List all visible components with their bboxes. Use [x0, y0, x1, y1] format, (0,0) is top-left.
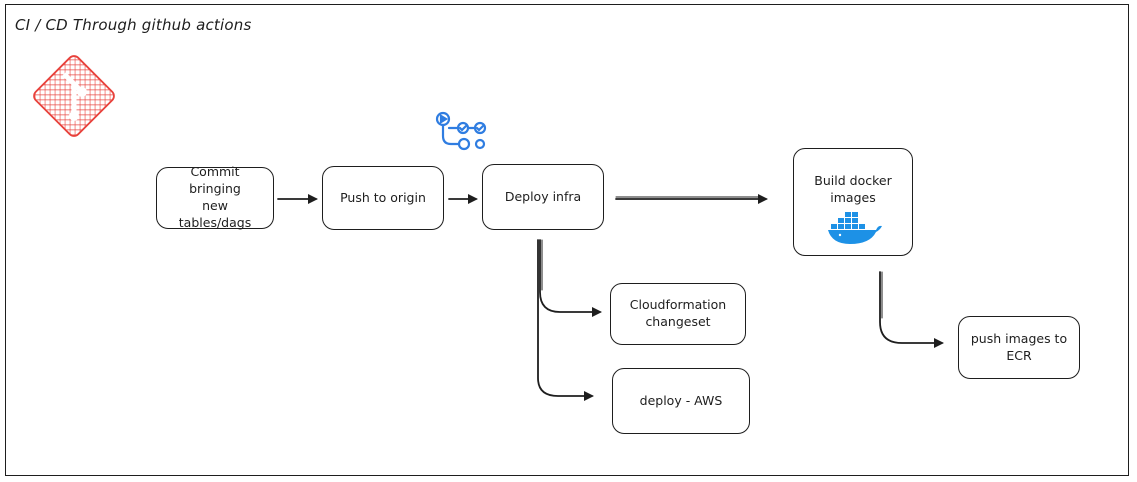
arrow-deploy-to-cloudformation: [539, 239, 602, 317]
commit-node-label: Commit bringing new tables/dags: [178, 164, 252, 230]
commit-node: Commit bringing new tables/dags: [156, 164, 274, 230]
push-to-origin-label: Push to origin: [340, 189, 426, 205]
arrow-build-to-ecr: [879, 271, 944, 348]
git-logo-icon: [33, 55, 115, 137]
diagram-title: CI / CD Through github actions: [15, 16, 252, 34]
push-to-origin-node: Push to origin: [322, 166, 444, 230]
deploy-infra-label: Deploy infra: [504, 188, 582, 204]
build-docker-label: Build docker images: [814, 173, 892, 205]
arrow-deploy-to-aws: [537, 239, 594, 401]
docker-whale-icon: [828, 212, 882, 244]
cloudformation-label: Cloudformation changeset: [629, 297, 727, 329]
deploy-aws-label: deploy - AWS: [639, 392, 723, 408]
deploy-aws-node: deploy - AWS: [612, 368, 750, 434]
github-actions-icon: [435, 111, 487, 151]
push-ecr-label: push images to ECR: [970, 330, 1068, 363]
diagram-frame: [5, 4, 1129, 476]
deploy-infra-node: Deploy infra: [482, 164, 604, 230]
push-ecr-node: push images to ECR: [958, 316, 1080, 379]
cloudformation-node: Cloudformation changeset: [610, 283, 746, 345]
